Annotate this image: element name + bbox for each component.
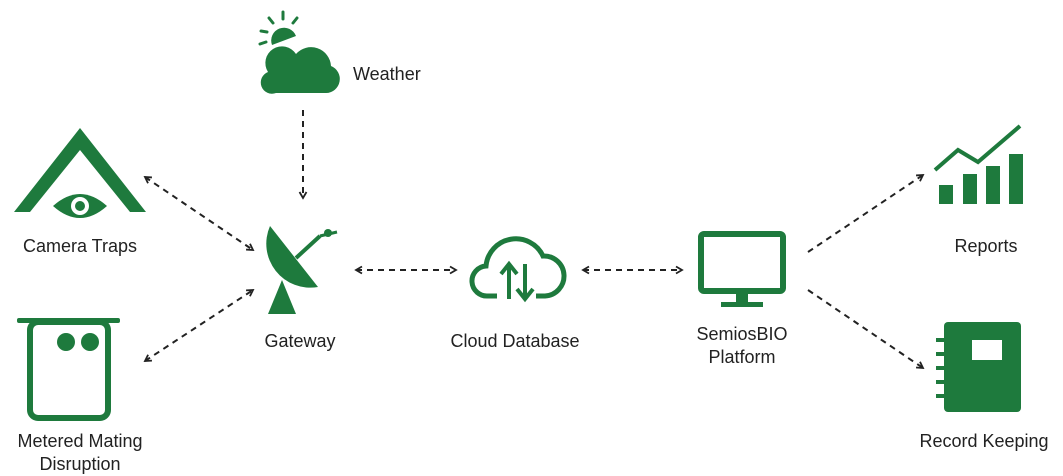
metered-mating-label-line1: Metered Mating [17, 431, 143, 451]
connector-camera-traps-gateway [143, 175, 255, 252]
gateway-label: Gateway [264, 331, 336, 351]
bar-chart-icon [933, 124, 1023, 204]
monitor-icon [698, 231, 786, 307]
cloud-database-label: Cloud Database [450, 331, 580, 351]
platform-label-line2: Platform [708, 347, 776, 367]
reports-label: Reports [954, 236, 1018, 256]
metered-mating-label: Metered Mating Disruption [0, 430, 160, 476]
platform-label-line1: SemiosBIO [696, 324, 788, 344]
connector-metered-mating-gateway [143, 289, 255, 362]
satellite-dish-icon [266, 226, 338, 314]
connector-platform-reports [807, 174, 925, 253]
record-keeping-label: Record Keeping [919, 431, 1049, 451]
platform-label: SemiosBIO Platform [672, 323, 812, 369]
sun-cloud-icon [258, 10, 340, 94]
camera-traps-label: Camera Traps [22, 236, 138, 256]
cloud-sync-icon [469, 236, 567, 303]
weather-label: Weather [353, 64, 421, 84]
connector-platform-record-keeping [807, 289, 925, 370]
dispenser-icon [17, 318, 120, 421]
metered-mating-label-line2: Disruption [39, 454, 121, 474]
notebook-icon [936, 322, 1021, 412]
eye-triangle-icon [14, 128, 146, 218]
